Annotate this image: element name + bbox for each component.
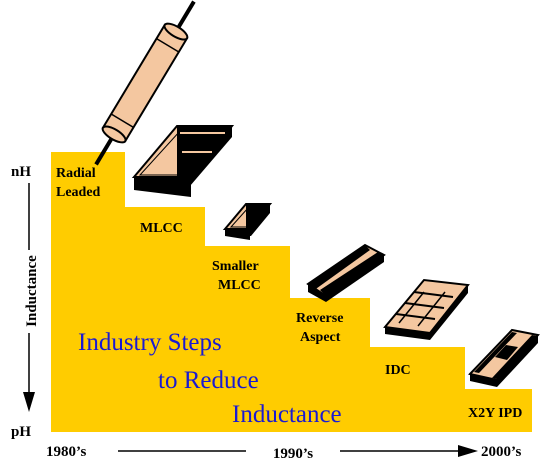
headline-line: to Reduce [158,367,259,394]
x-axis-arrowhead [458,445,478,457]
x-axis: 1980’s 1990’s 2000’s [46,444,521,462]
x-tick-label: 1980’s [46,444,86,460]
y-top-label: nH [11,164,31,180]
x-tick-label: 2000’s [481,444,521,460]
headline-line: Inductance [232,401,342,428]
step-label: Leaded [56,185,101,200]
step-label: MLCC [218,278,261,293]
x-tick-label: 1990’s [273,446,313,462]
y-bottom-label: pH [11,424,31,440]
headline-line: Industry Steps [78,329,222,356]
step-label: Reverse [296,311,343,326]
headline: Industry Steps to Reduce Inductance [78,329,342,428]
y-axis-title: Inductance [24,255,40,327]
reverse-aspect-chip-icon [306,243,386,302]
staircase [51,152,532,432]
step-label: Aspect [300,330,341,345]
step-label: Smaller [212,259,259,274]
smaller-mlcc-chip-icon [222,203,273,240]
radial-leaded-capacitor-icon [94,0,196,166]
y-axis-arrowhead [23,392,35,412]
step-labels: Radial Leaded MLCC Smaller MLCC Reverse … [56,166,522,421]
x2y-ipd-chip-icon [468,328,540,387]
y-axis: nH pH Inductance [11,164,40,440]
step-label: MLCC [140,221,183,236]
step-label: X2Y IPD [468,406,522,421]
step-label: IDC [385,363,411,378]
step-label: Radial [56,166,96,181]
idc-chip-icon [383,278,470,340]
mlcc-chip-icon [131,125,235,197]
